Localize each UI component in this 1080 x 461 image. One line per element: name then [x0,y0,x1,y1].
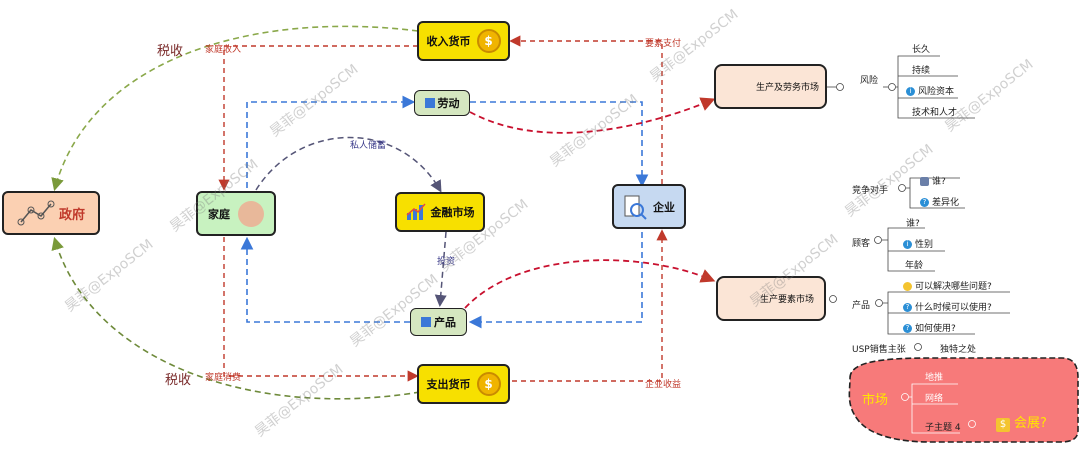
labor-node[interactable]: 劳动 [414,90,470,116]
risk-item-4: 技术和人才 [912,108,958,118]
product-label: 产品 [434,316,456,329]
competitor-item-1: 谁? [920,174,946,187]
risk-label: 风险 [860,76,879,86]
tax-label-top: 税收 [157,44,184,59]
competitor-label: 竞争对手 [852,186,889,196]
expense-money-label: 支出货币 [426,378,471,391]
enterprise-node[interactable]: 企业 [612,184,686,229]
info-icon: i [906,87,915,96]
usp-label: USP销售主张 [852,345,906,355]
product-item-1: 可以解决哪些问题? [903,279,992,292]
coin-icon: $ [476,29,501,53]
product-item-2: ?什么时候可以使用? [903,300,992,313]
usp-value: 独特之处 [940,345,977,355]
expense-money-node[interactable]: 支出货币 $ [417,364,510,404]
income-money-node[interactable]: 收入货币 $ [417,21,510,61]
investment-line [434,231,447,307]
question-icon: ? [903,324,912,333]
market-label: 市场 [862,393,889,408]
product-node[interactable]: 产品 [410,308,467,336]
person-icon [920,177,929,186]
household-to-labor [246,95,416,188]
badge-icon [424,98,435,108]
handshake-icon [238,200,264,227]
labor-to-enterprise [470,101,649,188]
private-saving-arc [255,136,442,193]
market-item-3: 子主题 4 [925,423,961,433]
factor-payment-line [509,35,663,184]
private-saving-label: 私人储蓄 [350,141,387,151]
household-label: 家庭 [208,207,230,221]
market-connectors [901,383,976,434]
household-node[interactable]: 家庭 [196,191,276,236]
question-icon: ? [903,303,912,312]
customer-item-1: 谁? [906,219,920,229]
tax-label-bottom: 税收 [165,373,192,388]
government-label: 政府 [58,207,85,223]
product-mm-label: 产品 [852,301,871,311]
smiley-icon [903,282,912,291]
household-consumption-label: 家庭消费 [205,373,242,383]
product-item-3: ?如何使用? [903,321,956,334]
enterprise-label: 企业 [653,200,675,214]
income-money-label: 收入货币 [426,35,471,48]
household-income-label: 家庭收入 [205,45,242,55]
prod-labor-market-node[interactable]: 生产及劳务市场 [714,64,827,109]
government-node[interactable]: 政府 [2,191,100,235]
financial-market-node[interactable]: 金融市场 [395,192,485,232]
factor-market-node[interactable]: 生产要素市场 [716,276,826,321]
factor-market-label: 生产要素市场 [759,295,814,305]
mindmap-connectors [827,55,1010,351]
customer-label: 顾客 [852,239,871,249]
question-icon: ? [920,198,929,207]
trend-line-icon [17,200,55,226]
dollar-icon: $ [996,418,1010,432]
product-to-household [240,236,410,323]
labor-to-market-arc [469,97,716,134]
market-item-2: 网络 [925,394,944,404]
competitor-item-2: ?差异化 [920,195,959,208]
market-badge: $会展? [996,412,1047,432]
tax-arc-top [51,25,419,192]
enterprise-revenue-label: 企业收益 [645,380,682,390]
info-icon: i [903,240,912,249]
market-item-1: 地推 [925,373,944,383]
investment-label: 投资 [437,257,456,267]
household-income-line [218,45,418,191]
financial-market-label: 金融市场 [430,206,475,219]
chart-small-icon [421,317,431,327]
market-blob [848,357,1079,443]
chart-up-icon [406,203,426,220]
enterprise-to-product [468,232,643,329]
household-consumption-line [223,237,419,382]
coin-icon: $ [476,372,501,396]
enterprise-revenue-line [512,229,668,382]
prod-labor-market-label: 生产及劳务市场 [755,83,819,93]
risk-item-1: 长久 [912,45,931,55]
risk-item-2: 持续 [912,66,931,76]
labor-label: 劳动 [437,97,460,110]
magnifier-doc-icon [624,195,647,220]
customer-item-3: 年龄 [905,261,924,271]
product-to-factor-arc [464,259,716,309]
factor-payment-label: 要素支付 [645,39,682,49]
